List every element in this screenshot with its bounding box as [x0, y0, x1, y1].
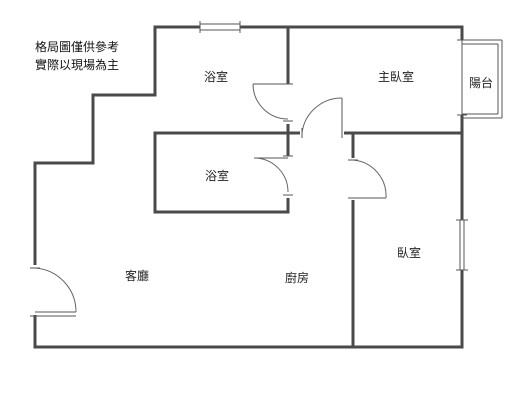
- door-master-bedroom: [300, 97, 344, 139]
- door-entrance: [29, 265, 77, 317]
- label-bath-upper: 浴室: [204, 69, 228, 84]
- label-living-room: 客廳: [125, 268, 149, 283]
- label-bedroom: 臥室: [397, 245, 421, 260]
- disclaimer-note: 格局圖僅供參考 實際以現場為主: [22, 38, 132, 74]
- right-window: [456, 219, 468, 271]
- door-bedroom: [347, 158, 387, 200]
- label-master-bedroom: 主臥室: [378, 69, 414, 84]
- door-bath-lower: [253, 155, 294, 198]
- door-bath-upper: [252, 83, 294, 124]
- disclaimer-line-2: 實際以現場為主: [34, 58, 119, 72]
- label-bath-lower: 浴室: [205, 168, 229, 183]
- label-balcony: 陽台: [469, 75, 493, 90]
- disclaimer-line-1: 格局圖僅供參考: [34, 40, 119, 54]
- label-kitchen: 廚房: [285, 270, 309, 285]
- top-window: [199, 21, 241, 33]
- balcony: [457, 39, 503, 119]
